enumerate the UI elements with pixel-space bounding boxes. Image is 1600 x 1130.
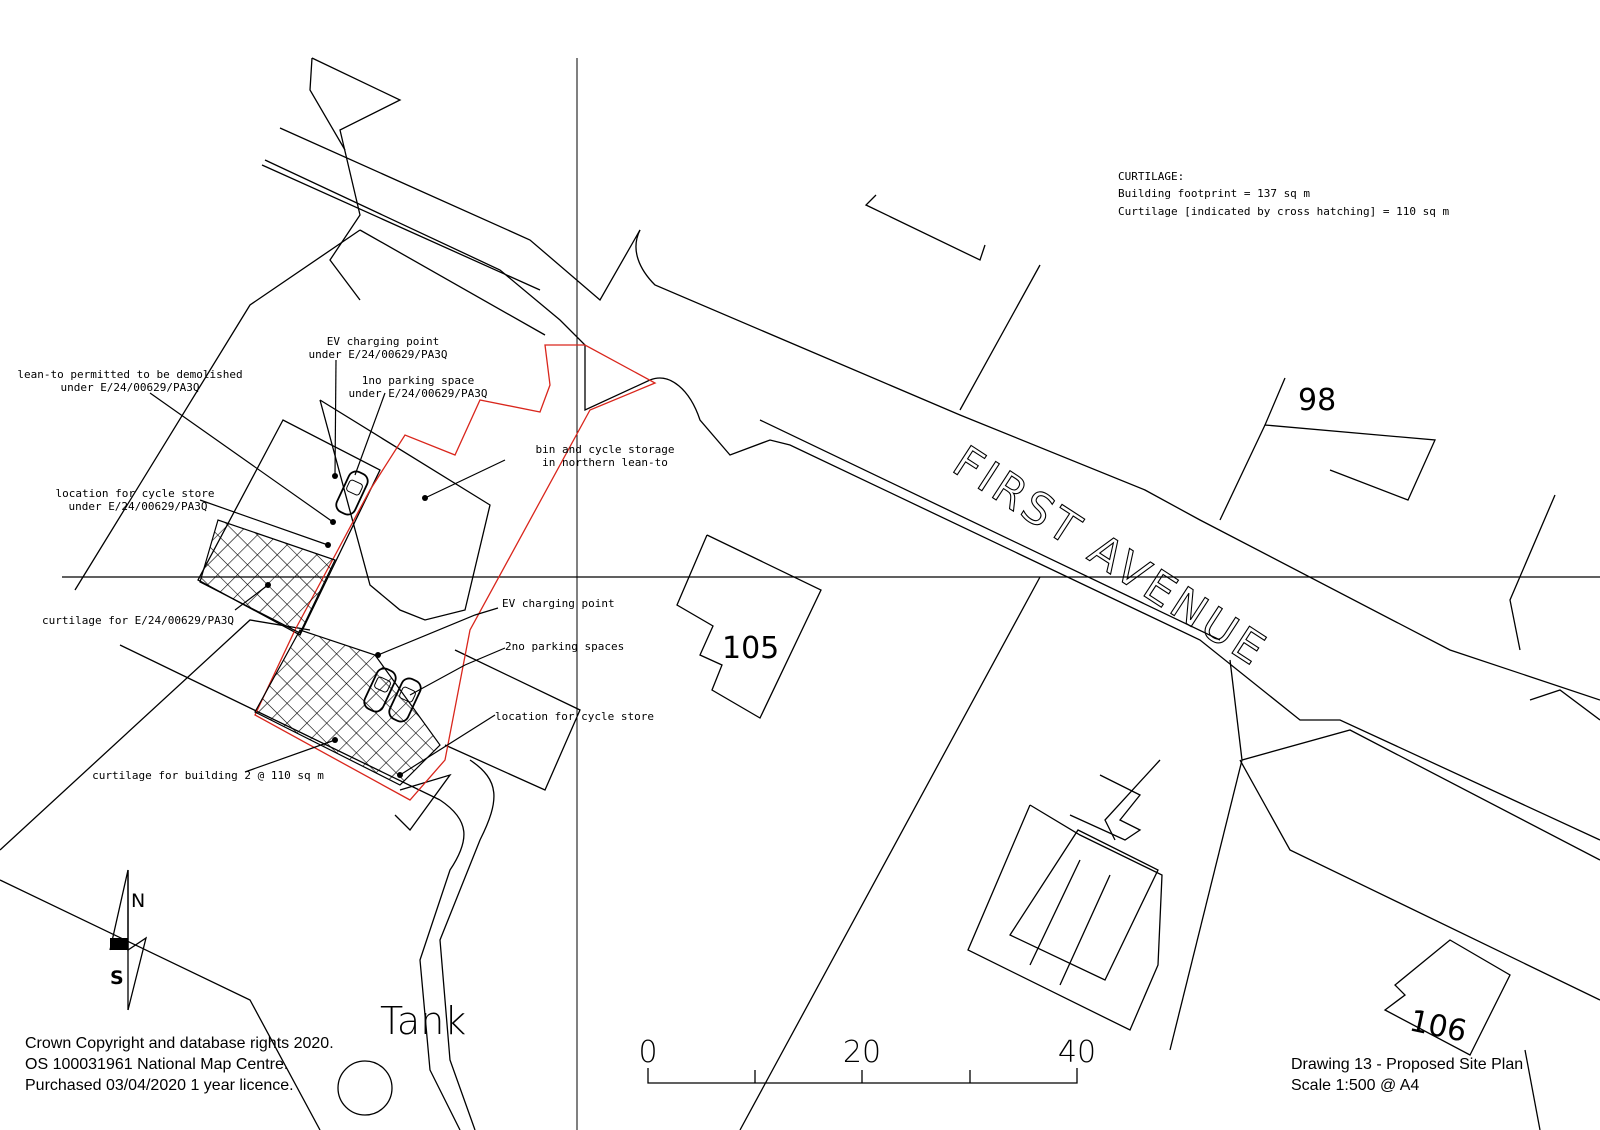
label-curt-a: curtilage for E/24/00629/PA3Q	[42, 614, 234, 627]
drawing-title: Drawing 13 - Proposed Site Plan	[1291, 1056, 1523, 1073]
label-ev-point-b: EV charging point	[502, 597, 615, 610]
leader-lines	[149, 359, 506, 778]
street-name: FIRST AVENUE	[944, 436, 1277, 677]
scale-tick-0: 0	[638, 1035, 657, 1070]
curtilage-b-hatch	[254, 629, 441, 786]
label-bin-1: bin and cycle storage	[535, 443, 674, 456]
house-number-106: 106	[1406, 1004, 1469, 1050]
copyright-line-2: OS 100031961 National Map Centre.	[25, 1056, 288, 1073]
copyright-line-3: Purchased 03/04/2020 1 year licence.	[25, 1077, 294, 1094]
map-text: FIRST AVENUE 98 105 106 Tank	[337, 383, 1470, 1116]
copyright-line-1: Crown Copyright and database rights 2020…	[25, 1035, 334, 1052]
buildings	[197, 399, 1511, 1056]
label-leanto-2: under E/24/00629/PA3Q	[60, 381, 199, 394]
label-parking1-2: under E/24/00629/PA3Q	[348, 387, 487, 400]
first-avenue-road	[261, 127, 1600, 841]
site-boundary-red	[254, 344, 657, 801]
north-arrow-icon: N S	[109, 869, 148, 1011]
north-label: N	[131, 890, 145, 912]
footer-text: Crown Copyright and database rights 2020…	[25, 1035, 1523, 1094]
drawing-scale: Scale 1:500 @ A4	[1291, 1077, 1419, 1094]
label-curt-b: curtilage for building 2 @ 110 sq m	[92, 769, 324, 782]
building-east	[967, 804, 1163, 1031]
label-cycle-a-1: location for cycle store	[56, 487, 215, 500]
house-number-105: 105	[722, 631, 779, 666]
label-ev-point-a-1: EV charging point	[327, 335, 440, 348]
label-ev-point-a-2: under E/24/00629/PA3Q	[308, 348, 447, 361]
building-106	[1383, 939, 1511, 1056]
label-parking1-1: 1no parking space	[362, 374, 475, 387]
car-icons	[335, 470, 422, 723]
house-number-98: 98	[1298, 383, 1336, 418]
label-parking2: 2no parking spaces	[505, 640, 624, 653]
curtilage-area: Curtilage [indicated by cross hatching] …	[1118, 205, 1450, 218]
scale-bar: 0 20 40	[638, 1035, 1096, 1084]
tank-label: Tank	[380, 999, 466, 1043]
property-boundaries	[0, 57, 1600, 1130]
building-2	[319, 399, 491, 621]
annotations: CURTILAGE: Building footprint = 137 sq m…	[17, 170, 1449, 782]
label-leanto-1: lean-to permitted to be demolished	[17, 368, 242, 381]
south-label: S	[110, 967, 124, 989]
building-105	[676, 534, 822, 719]
curtilage-heading: CURTILAGE:	[1118, 170, 1184, 183]
label-bin-2: in northern lean-to	[542, 456, 668, 469]
curtilage-footprint: Building footprint = 137 sq m	[1118, 187, 1310, 200]
scale-tick-40: 40	[1058, 1035, 1096, 1070]
tank-circle	[337, 1060, 393, 1116]
label-cycle-b: location for cycle store	[495, 710, 654, 723]
label-cycle-a-2: under E/24/00629/PA3Q	[68, 500, 207, 513]
scale-tick-20: 20	[843, 1035, 881, 1070]
